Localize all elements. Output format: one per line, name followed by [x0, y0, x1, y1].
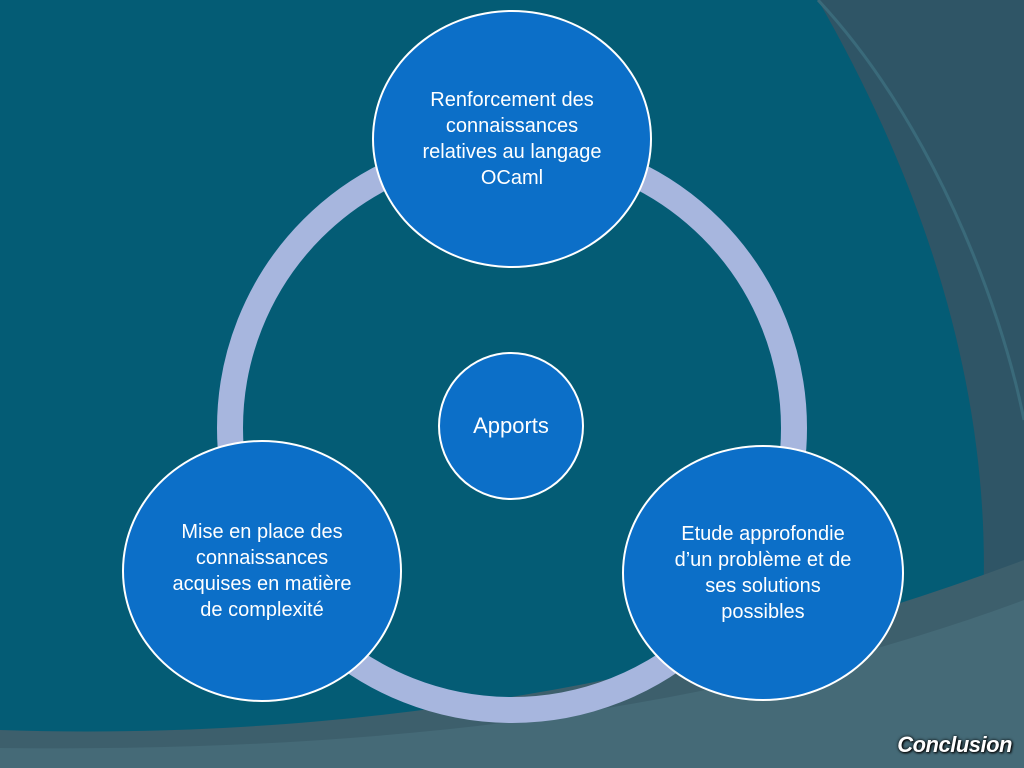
background-accent-band	[818, 0, 1024, 768]
node-etude: Etude approfondie d’un problème et de se…	[622, 445, 904, 701]
footer-conclusion-label[interactable]: Conclusion	[897, 732, 1012, 757]
node-renforcement-label: Renforcement des connaissances relatives…	[422, 89, 602, 189]
node-etude-label: Etude approfondie d’un problème et de se…	[674, 523, 852, 623]
background-bottom-wave-light	[0, 600, 1024, 768]
node-mise-en-place-label: Mise en place des connaissances acquises…	[172, 521, 352, 621]
center-node-apports: Apports	[438, 352, 584, 500]
background-accent-arc	[816, 0, 1024, 421]
node-renforcement: Renforcement des connaissances relatives…	[372, 10, 652, 268]
node-mise-en-place: Mise en place des connaissances acquises…	[122, 440, 402, 702]
center-node-label: Apports	[473, 413, 549, 438]
